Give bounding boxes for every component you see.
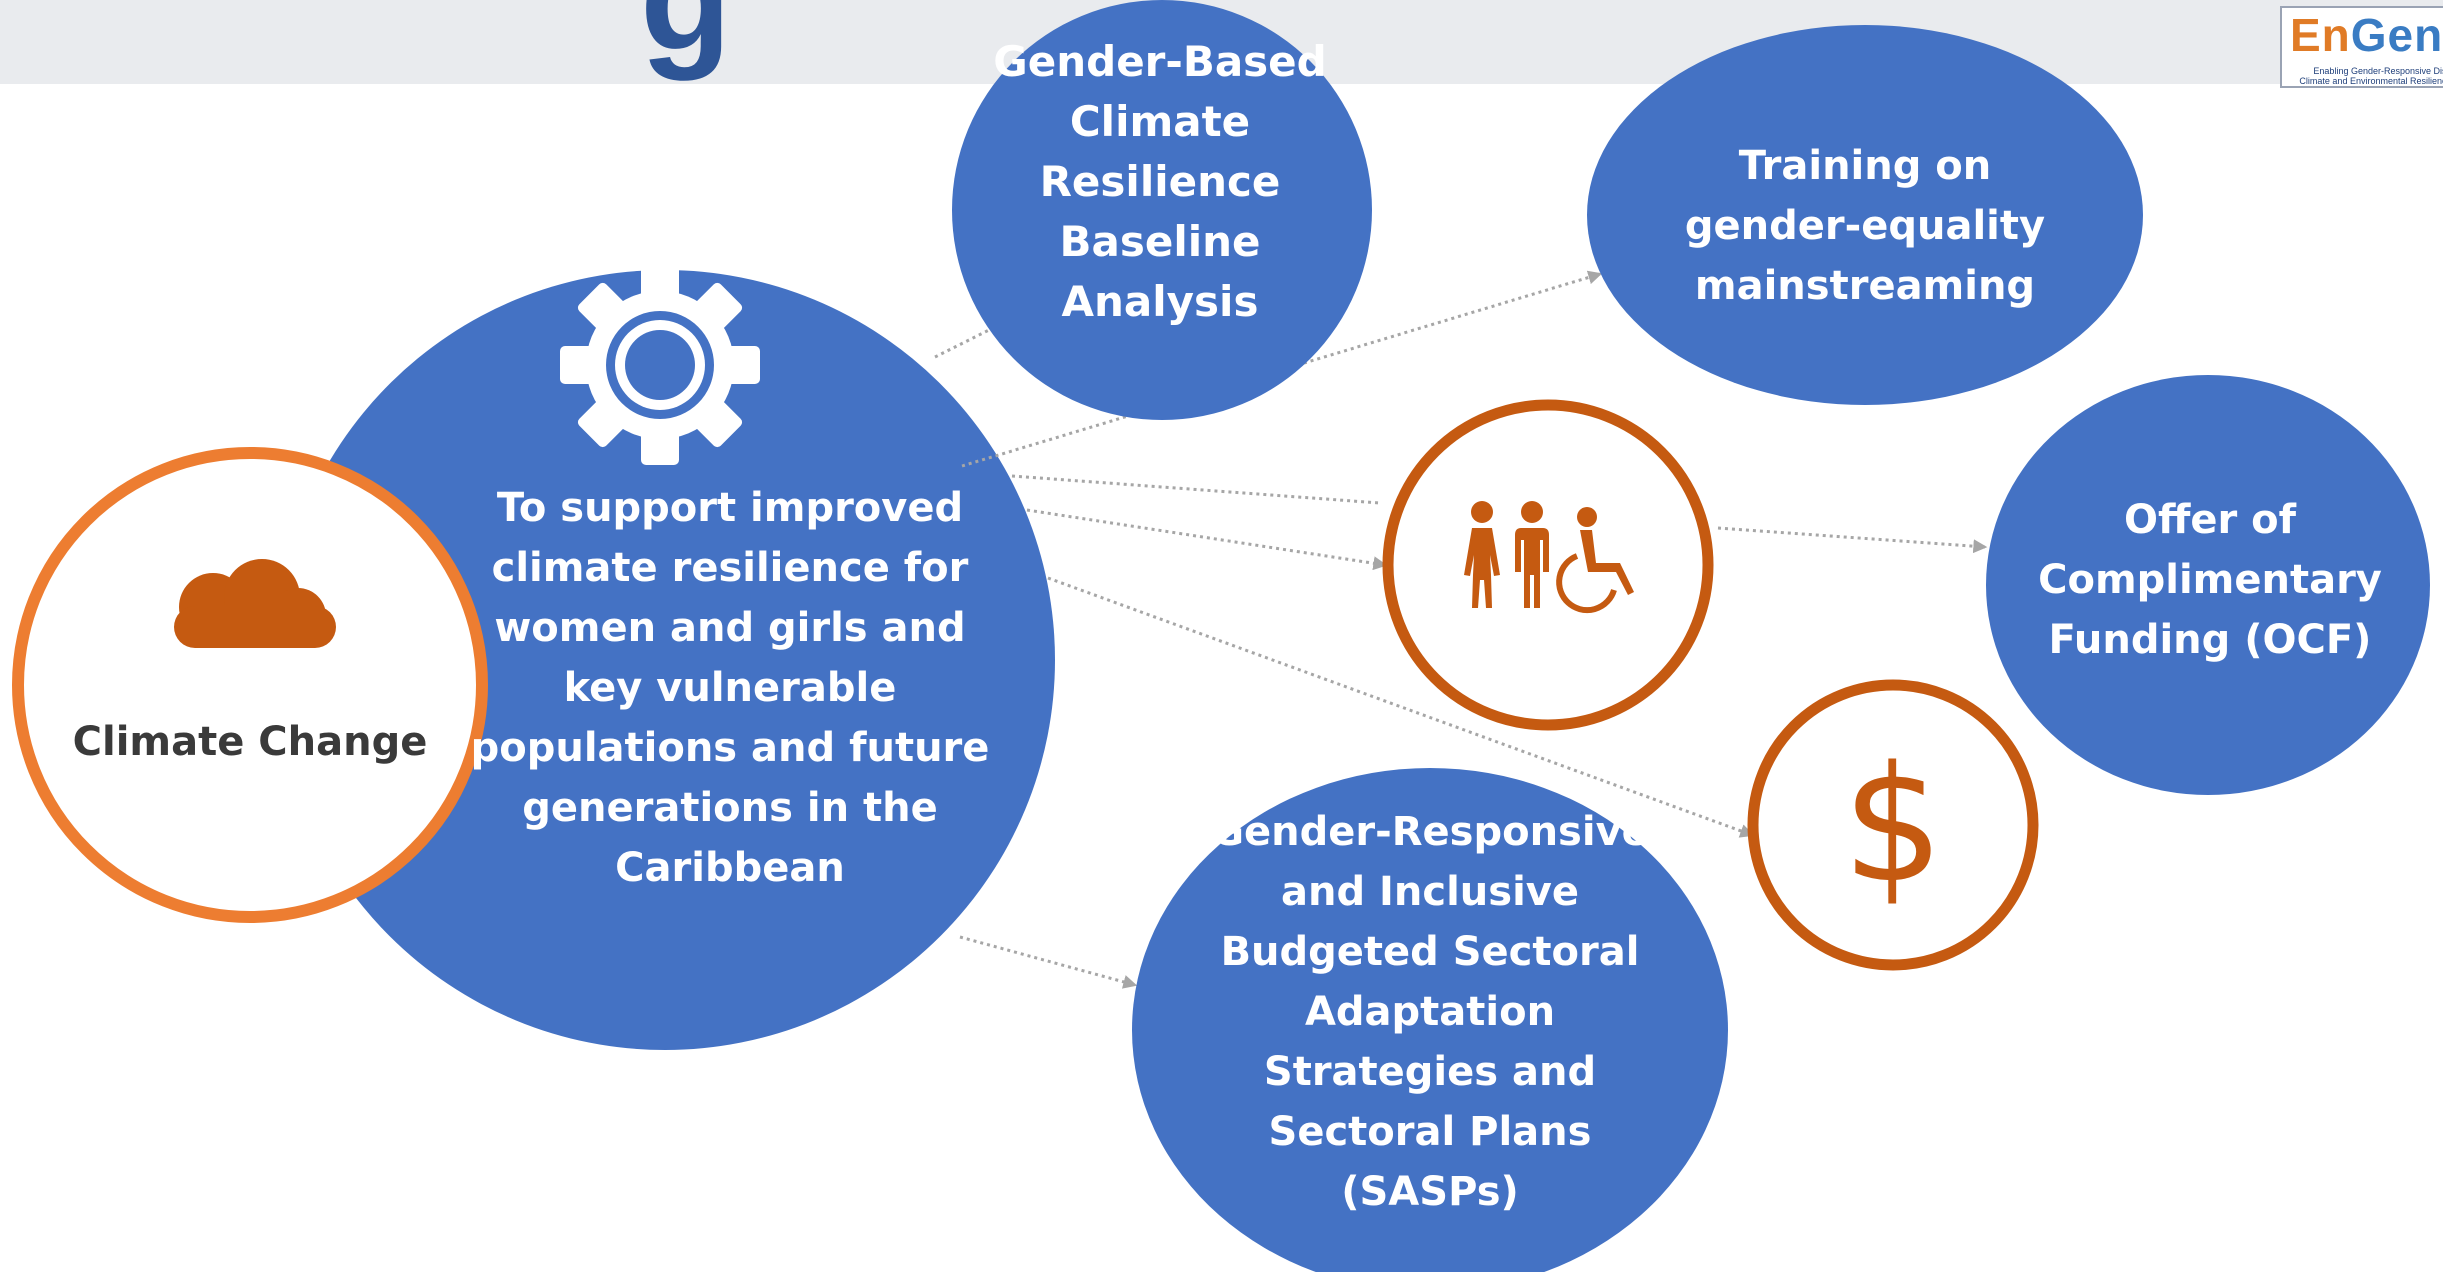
wheelchair-wheel — [1556, 553, 1617, 614]
training-text: Training on gender-equality mainstreamin… — [1684, 143, 2046, 309]
cloud-icon — [174, 559, 336, 648]
sasps-text: Gender-Responsive and Inclusive Budgeted… — [1211, 809, 1649, 1215]
funding-circle — [1747, 679, 2039, 971]
logo-name: EnGenD — [2290, 9, 2443, 61]
core-goal-text: To support improved climate resilience f… — [470, 485, 990, 891]
gear-icon — [560, 265, 760, 465]
people-accessibility-icon — [1464, 501, 1634, 608]
baseline-circle — [952, 0, 1372, 420]
arrow-to-inclusion — [1026, 508, 1388, 571]
arrow-to-sasps — [959, 935, 1138, 989]
page-title: g — [640, 0, 732, 72]
ocf-circle — [1986, 375, 2430, 795]
climate-change-label: Climate Change — [72, 719, 428, 765]
baseline-text: Gender-Based Climate Resilience Baseline… — [993, 37, 1327, 326]
arrow-to-training — [961, 270, 1603, 468]
dollar-icon: $ — [1842, 731, 1944, 918]
sasps-circle — [1132, 768, 1728, 1272]
climate-change-circle — [12, 447, 488, 923]
engender-logo: EnGenD Enabling Gender-Responsive Disas … — [2280, 6, 2443, 88]
ocf-text: Offer of Complimentary Funding (OCF) — [2038, 497, 2382, 663]
training-circle — [1587, 25, 2143, 405]
arrow-to-ocf — [1717, 526, 1988, 554]
core-goal-circle — [275, 270, 1055, 1050]
logo-tagline: Enabling Gender-Responsive Disas Climate… — [2299, 66, 2443, 86]
arrow-to-funding — [1047, 576, 1755, 838]
arrow-through-inclusion — [1011, 474, 1381, 505]
